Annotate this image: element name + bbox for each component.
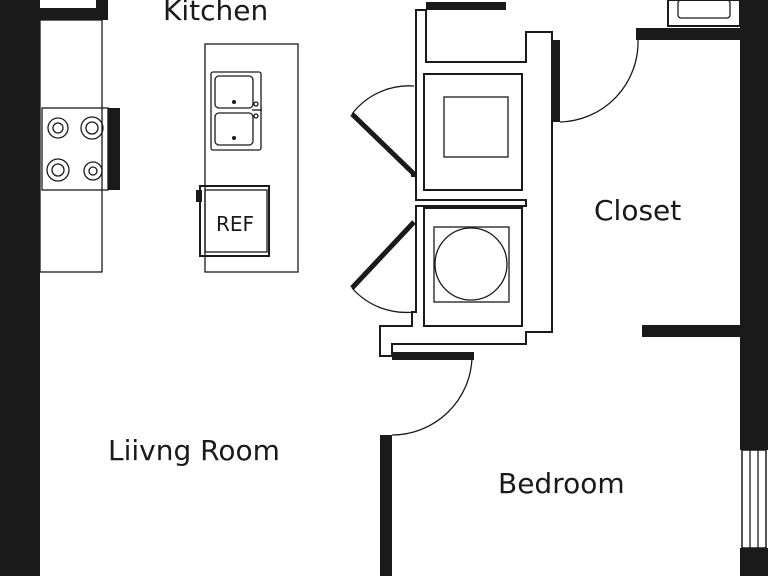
left-exterior-wall — [0, 0, 40, 576]
bedroom-header — [392, 352, 474, 360]
dryer-icon — [443, 96, 509, 158]
closet-door-jamb — [553, 40, 560, 122]
right-exterior-wall — [740, 0, 768, 450]
kitchen-label: Kitchen — [163, 0, 268, 27]
closet-door-swing-icon — [559, 39, 639, 123]
cooktop-back — [108, 108, 120, 190]
top-left-wall-post — [96, 0, 108, 20]
lower-door-swing-icon — [351, 287, 415, 314]
bedroom-walls — [380, 352, 474, 576]
closet-walls — [553, 0, 741, 337]
cooktop-icon — [41, 107, 109, 191]
washer-icon — [433, 226, 510, 303]
bedroom-left-wall — [380, 435, 392, 576]
counter-outline — [39, 19, 103, 273]
island-outline — [204, 43, 299, 273]
bedroom-door-swing-icon — [391, 357, 473, 436]
upper-bifold-door — [350, 112, 416, 176]
top-left-wall-stub — [40, 8, 106, 20]
appliance-top-right — [667, 0, 741, 27]
top-wall-laundry — [426, 2, 506, 10]
sink-icon — [210, 71, 262, 151]
upper-closet-box — [423, 73, 523, 191]
bedroom-window — [741, 449, 767, 549]
closet-label: Closet — [594, 194, 681, 227]
refrigerator: REF — [196, 185, 270, 257]
bedroom-label: Bedroom — [498, 467, 625, 500]
closet-top-wall — [636, 28, 740, 40]
living-room-label: Liivng Room — [108, 434, 280, 467]
bedroom-closet-divider — [642, 325, 740, 337]
laundry-closet — [350, 2, 553, 357]
ref-label: REF — [216, 212, 254, 236]
kitchen-counter — [39, 19, 120, 273]
upper-door-swing-icon — [351, 85, 415, 115]
lower-bifold-door — [350, 220, 416, 290]
right-exterior-wall-lower — [740, 548, 768, 576]
kitchen-island: REF — [196, 43, 299, 273]
